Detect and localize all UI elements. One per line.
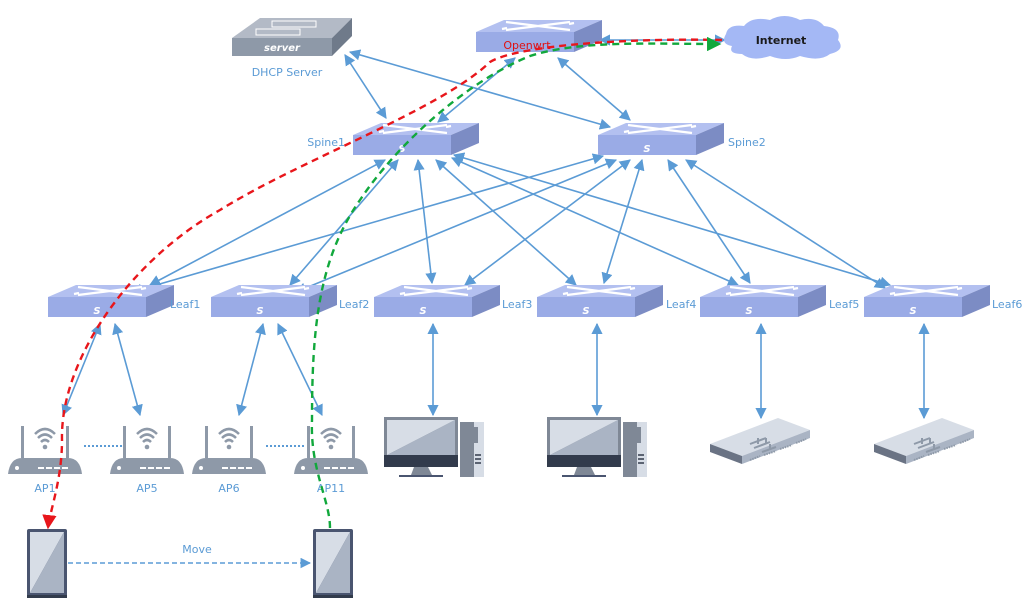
server-front <box>232 38 332 56</box>
path-after-move <box>310 36 722 529</box>
link-spine1-leaf4 <box>435 159 577 286</box>
leaf3-label: Leaf3 <box>502 298 532 311</box>
link-dhcp-spine1 <box>344 54 387 119</box>
server-bay-icon <box>271 20 317 28</box>
pc1-node[interactable] <box>383 416 485 478</box>
link-spine2-leaf2 <box>294 158 618 294</box>
link-spine2-leaf1 <box>130 153 605 295</box>
leaf6-label: Leaf6 <box>992 298 1022 311</box>
server-bay-icon <box>255 28 301 36</box>
switch-icon <box>535 283 665 319</box>
desktop-computer-icon <box>546 416 648 478</box>
link-leaf2-ap11 <box>277 322 323 417</box>
wifi-router-icon <box>190 424 268 476</box>
switch-icon <box>596 121 726 157</box>
spine2-label: Spine2 <box>728 136 766 149</box>
switch-badge: S <box>419 306 426 317</box>
link-spine1-leaf3 <box>413 158 437 285</box>
link-spine1-leaf1 <box>149 159 386 286</box>
access-switch-icon <box>873 417 975 465</box>
leaf3-node[interactable]: S Leaf3 <box>372 283 532 319</box>
ap5-node[interactable]: AP5 <box>108 424 186 495</box>
link-dhcp-spine2 <box>348 49 612 130</box>
link-leaf1-ap5 <box>112 322 143 417</box>
link-spine1-leaf5 <box>450 156 740 287</box>
pc2-node[interactable] <box>546 416 648 478</box>
link-spine2-leaf3 <box>464 159 631 286</box>
server-side <box>332 18 352 56</box>
dhcp-server-node[interactable]: server DHCP Server <box>232 18 352 79</box>
switch-badge: S <box>909 306 916 317</box>
switch-badge: S <box>93 306 100 317</box>
server-top <box>232 18 352 38</box>
move-label: Move <box>182 543 212 556</box>
link-spine2-leaf6 <box>685 159 886 289</box>
switch-badge: S <box>643 144 650 155</box>
phone-after-node[interactable] <box>313 529 353 598</box>
sw1-node[interactable] <box>709 417 811 465</box>
phone-icon <box>27 529 67 598</box>
leaf4-node[interactable]: S Leaf4 <box>535 283 696 319</box>
ap1-node[interactable]: AP1 <box>6 424 84 495</box>
switch-badge: S <box>256 306 263 317</box>
wifi-router-icon <box>292 424 370 476</box>
wifi-router-icon <box>6 424 84 476</box>
link-spine1-leaf2 <box>289 159 399 286</box>
link-openwrt-spine1 <box>437 57 516 123</box>
phone-before-node[interactable] <box>27 529 67 598</box>
wifi-router-icon <box>108 424 186 476</box>
ap11-node[interactable]: AP11 <box>292 424 370 495</box>
switch-icon <box>698 283 828 319</box>
link-leaf2-ap6 <box>236 322 266 417</box>
cloud-icon <box>724 16 841 59</box>
link-spine2-leaf4 <box>601 158 645 285</box>
sw2-node[interactable] <box>873 417 975 465</box>
switch-badge: S <box>582 306 589 317</box>
ap6-node[interactable]: AP6 <box>190 424 268 495</box>
leaf6-node[interactable]: S Leaf6 <box>862 283 1022 319</box>
ap6-label: AP6 <box>218 482 239 495</box>
leaf2-label: Leaf2 <box>339 298 369 311</box>
switch-badge: S <box>398 144 405 155</box>
leaf4-label: Leaf4 <box>666 298 696 311</box>
path-before-move <box>42 38 723 530</box>
link-leaf1-ap1 <box>61 322 102 417</box>
move-indicator: Move <box>68 543 312 569</box>
phone-icon <box>313 529 353 598</box>
desktop-computer-icon <box>383 416 485 478</box>
spine2-node[interactable]: S Spine2 <box>596 121 766 157</box>
ap1-label: AP1 <box>34 482 55 495</box>
spine1-label: Spine1 <box>307 136 345 149</box>
link-spine1-leaf6 <box>452 152 892 288</box>
switch-icon <box>862 283 992 319</box>
server-device-text: server <box>264 43 301 54</box>
switch-badge: S <box>745 306 752 317</box>
ap5-label: AP5 <box>136 482 157 495</box>
internet-node[interactable]: Internet <box>724 16 841 59</box>
links <box>61 34 930 447</box>
leaf2-node[interactable]: S Leaf2 <box>209 283 369 319</box>
leaf1-node[interactable]: S Leaf1 <box>46 283 200 319</box>
switch-icon <box>351 121 481 157</box>
leaf5-node[interactable]: S Leaf5 <box>698 283 859 319</box>
switch-icon <box>46 283 176 319</box>
link-spine2-leaf5 <box>667 159 751 284</box>
spine1-node[interactable]: S Spine1 <box>307 121 481 157</box>
leaf1-label: Leaf1 <box>170 298 200 311</box>
internet-label: Internet <box>756 34 807 47</box>
leaf5-label: Leaf5 <box>829 298 859 311</box>
link-openwrt-spine2 <box>557 57 631 121</box>
dhcp-server-label: DHCP Server <box>252 66 323 79</box>
access-switch-icon <box>709 417 811 465</box>
switch-icon <box>372 283 502 319</box>
